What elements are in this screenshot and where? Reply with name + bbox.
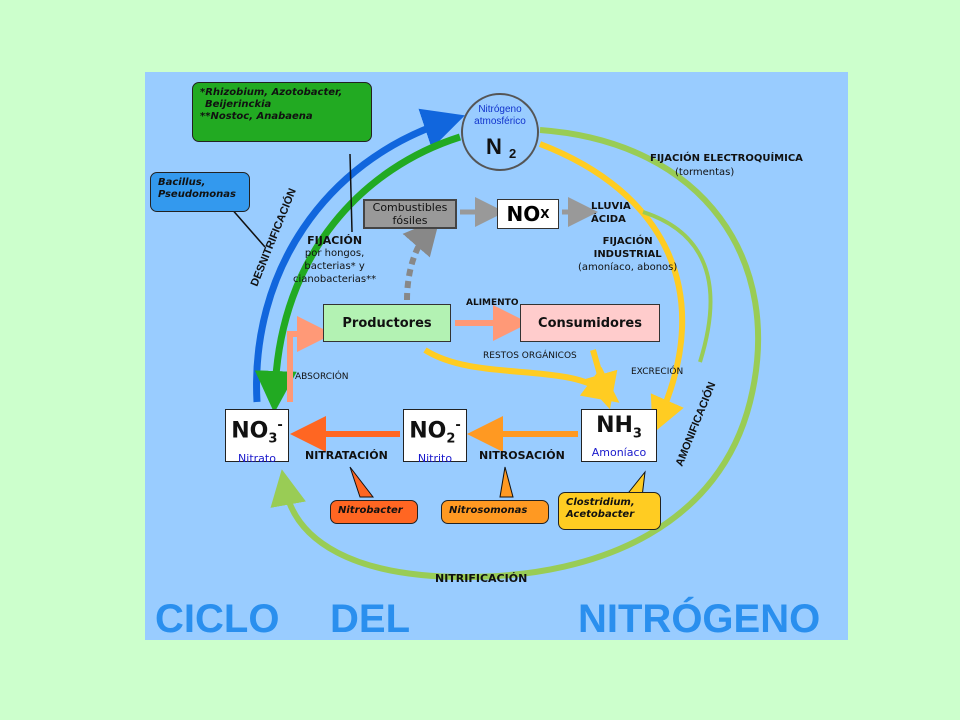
label-denitrificacion: DESNITRIFICACIÓN xyxy=(248,186,299,288)
fixation-arrow xyxy=(254,133,462,413)
nitrate-box: NO3- Nitrato xyxy=(225,409,289,465)
industrial-fixation-arrow xyxy=(538,141,686,434)
n2-formula: N xyxy=(486,134,502,159)
nitrosomonas-bubble: Nitrosomonas xyxy=(441,500,549,524)
excretion-label: EXCRECIÓN xyxy=(631,367,684,377)
nitratacion-label: NITRATACIÓN xyxy=(305,449,388,462)
consumers-box: Consumidores xyxy=(520,304,660,342)
nitrification-cycle-arc xyxy=(270,127,761,581)
food-label: ALIMENTO xyxy=(466,298,519,308)
nitrogen-cycle-diagram: DESNITRIFICACIÓN AMONIFICACIÓN Nitrógeno… xyxy=(145,72,848,640)
n2-circle xyxy=(461,93,539,171)
nitrite-box: NO2- Nitrito xyxy=(403,409,467,465)
absorption-arrow xyxy=(287,316,333,402)
producers-to-fossil-arrow xyxy=(402,218,440,301)
producers-box: Productores xyxy=(323,304,451,342)
cycle-arrows: DESNITRIFICACIÓN AMONIFICACIÓN Nitrógeno… xyxy=(229,93,761,581)
label-amonificacion: AMONIFICACIÓN xyxy=(673,380,719,468)
electrochemical-fixation-label: FIJACIÓN ELECTROQUÍMICA(tormentas) xyxy=(650,153,803,178)
svg-text:atmosférico: atmosférico xyxy=(474,116,526,127)
page-title: CICLO DEL NITRÓGENO xyxy=(155,597,821,640)
absorption-label: ABSORCIÓN xyxy=(295,372,349,382)
svg-text:Nitrógeno: Nitrógeno xyxy=(478,104,522,115)
nitrosacion-label: NITROSACIÓN xyxy=(479,449,565,462)
bacillus-bubble: Bacillus, Pseudomonas xyxy=(150,172,250,212)
nitrificacion-label: NITRIFICACIÓN xyxy=(435,572,528,585)
svg-text:2: 2 xyxy=(509,146,516,161)
ammonia-box: NH3 Amoníaco xyxy=(581,409,657,462)
organic-remains-label: RESTOS ORGÁNICOS xyxy=(483,351,577,361)
denitrification-arrow xyxy=(253,108,465,403)
nitrobacter-bubble: Nitrobacter xyxy=(330,500,418,524)
excretion-arrow xyxy=(582,349,618,410)
acid-rain-arrow xyxy=(642,210,713,363)
clostridium-bubble: Clostridium, Acetobacter xyxy=(558,492,661,530)
rhizobium-bubble: *Rhizobium, Azotobacter, Beijerinckia **… xyxy=(192,82,372,142)
